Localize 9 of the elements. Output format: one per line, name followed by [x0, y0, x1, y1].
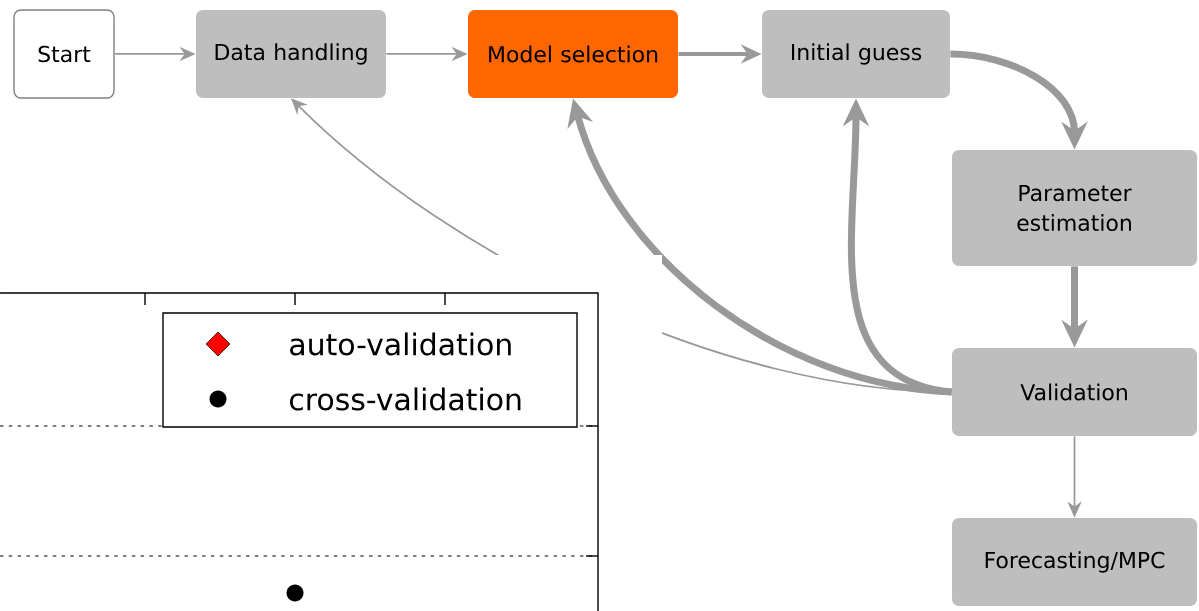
- legend-label: auto-validation: [290, 332, 511, 356]
- process-box: Parameter estimation: [952, 150, 1197, 266]
- process-box: Validation: [952, 348, 1197, 436]
- process-box: Forecasting/MPC: [952, 518, 1197, 606]
- process-box: Initial guess: [762, 10, 950, 98]
- start-box: Start: [13, 9, 115, 99]
- process-box: Data handling: [196, 10, 386, 98]
- process-box: Model selection: [468, 10, 678, 98]
- legend-label: cross-validation: [290, 387, 521, 411]
